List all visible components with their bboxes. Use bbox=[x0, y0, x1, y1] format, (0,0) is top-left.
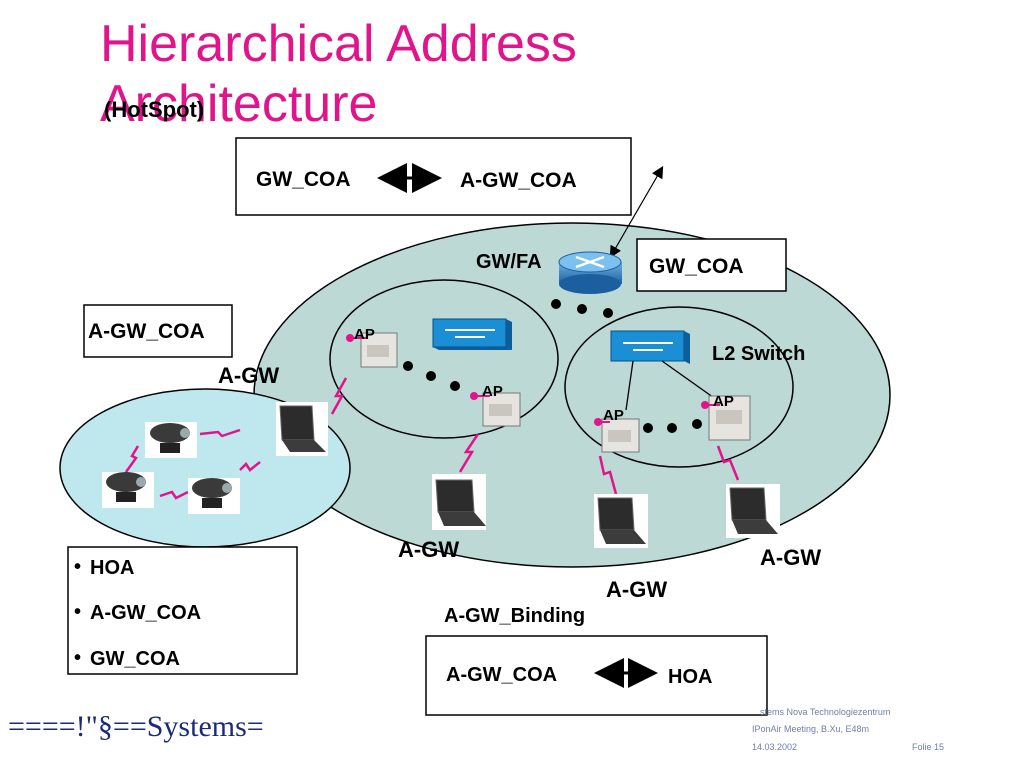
laptop-icon-right1 bbox=[594, 494, 648, 548]
switch-label: L2 Switch bbox=[712, 343, 805, 365]
agw-label-center: A-GW bbox=[398, 537, 459, 562]
binding-left-label: A-GW_COA bbox=[446, 664, 557, 686]
legend-item-3: GW_COA bbox=[90, 648, 180, 670]
slide-title: Hierarchical Address Architecture bbox=[100, 15, 577, 133]
ap-label-4: AP bbox=[713, 393, 734, 410]
laptop-icon-right2 bbox=[726, 484, 780, 538]
router-uplink-arrow bbox=[609, 165, 664, 259]
camera-node-2 bbox=[102, 472, 154, 508]
footer-line2: IPonAir Meeting, B.Xu, E48m bbox=[752, 724, 870, 734]
binding-title: A-GW_Binding bbox=[444, 605, 585, 627]
wireless-link-adhoc-3 bbox=[239, 461, 261, 472]
right-subnet-circle bbox=[564, 306, 794, 468]
wireless-link-ap3-laptop bbox=[598, 455, 618, 495]
router-label: GW/FA bbox=[476, 251, 542, 273]
switch-link-left bbox=[625, 360, 634, 411]
ap-left-dots bbox=[403, 361, 460, 391]
ap-device-4 bbox=[701, 395, 751, 441]
agw-label-right: A-GW bbox=[760, 545, 821, 570]
footer-line1: stems Nova Technologiezentrum bbox=[760, 707, 891, 717]
binding-right-label: HOA bbox=[668, 666, 712, 688]
agw-label-left: A-GW bbox=[218, 363, 279, 388]
router-to-switch-dots bbox=[551, 299, 613, 318]
wireless-link-ap1-laptop bbox=[330, 377, 348, 415]
ap-label-1: AP bbox=[354, 326, 375, 343]
agw-label-bottom: A-GW bbox=[606, 577, 667, 602]
legend-bullet-1: • bbox=[74, 556, 81, 578]
router-coa-box bbox=[636, 238, 787, 292]
laptop-icon-center bbox=[432, 474, 486, 530]
legend-item-2: A-GW_COA bbox=[90, 602, 201, 624]
legend-bullet-2: • bbox=[74, 601, 81, 623]
company-logo-text: ====!"§==Systems= bbox=[8, 710, 264, 743]
left-coa-box bbox=[83, 304, 233, 358]
ap-right-dots bbox=[643, 419, 702, 433]
ap-label-3: AP bbox=[603, 407, 624, 424]
wireless-link-adhoc-2 bbox=[124, 445, 140, 473]
switch-link-right bbox=[661, 360, 718, 401]
left-coa-label: A-GW_COA bbox=[88, 320, 205, 343]
ap-label-2: AP bbox=[482, 383, 503, 400]
wireless-link-adhoc-4 bbox=[159, 490, 189, 500]
wireless-link-ap4-laptop bbox=[716, 445, 740, 481]
left-switch-icon bbox=[432, 318, 512, 350]
wireless-link-adhoc-1 bbox=[199, 428, 241, 438]
router-icon bbox=[558, 251, 622, 294]
right-switch-icon bbox=[610, 330, 690, 364]
footer-page-number: Folie 15 bbox=[912, 742, 945, 752]
left-subnet-circle bbox=[329, 279, 559, 439]
legend-box bbox=[67, 546, 298, 675]
camera-node-3 bbox=[188, 478, 240, 514]
ap-device-1 bbox=[346, 332, 398, 368]
top-box-right-label: A-GW_COA bbox=[460, 169, 577, 192]
slide-subtitle: (HotSpot) bbox=[104, 97, 205, 122]
laptop-icon-adhoc bbox=[276, 402, 328, 456]
ap-device-2 bbox=[470, 392, 521, 427]
top-box-left-label: GW_COA bbox=[256, 168, 351, 191]
footer-date: 14.03.2002 bbox=[752, 742, 798, 752]
legend-item-1: HOA bbox=[90, 557, 134, 579]
router-coa-label: GW_COA bbox=[649, 255, 744, 278]
legend-bullet-3: • bbox=[74, 647, 81, 669]
ap-device-3 bbox=[594, 418, 640, 453]
wireless-link-ap2-laptop bbox=[458, 433, 480, 473]
camera-node-1 bbox=[145, 422, 197, 458]
